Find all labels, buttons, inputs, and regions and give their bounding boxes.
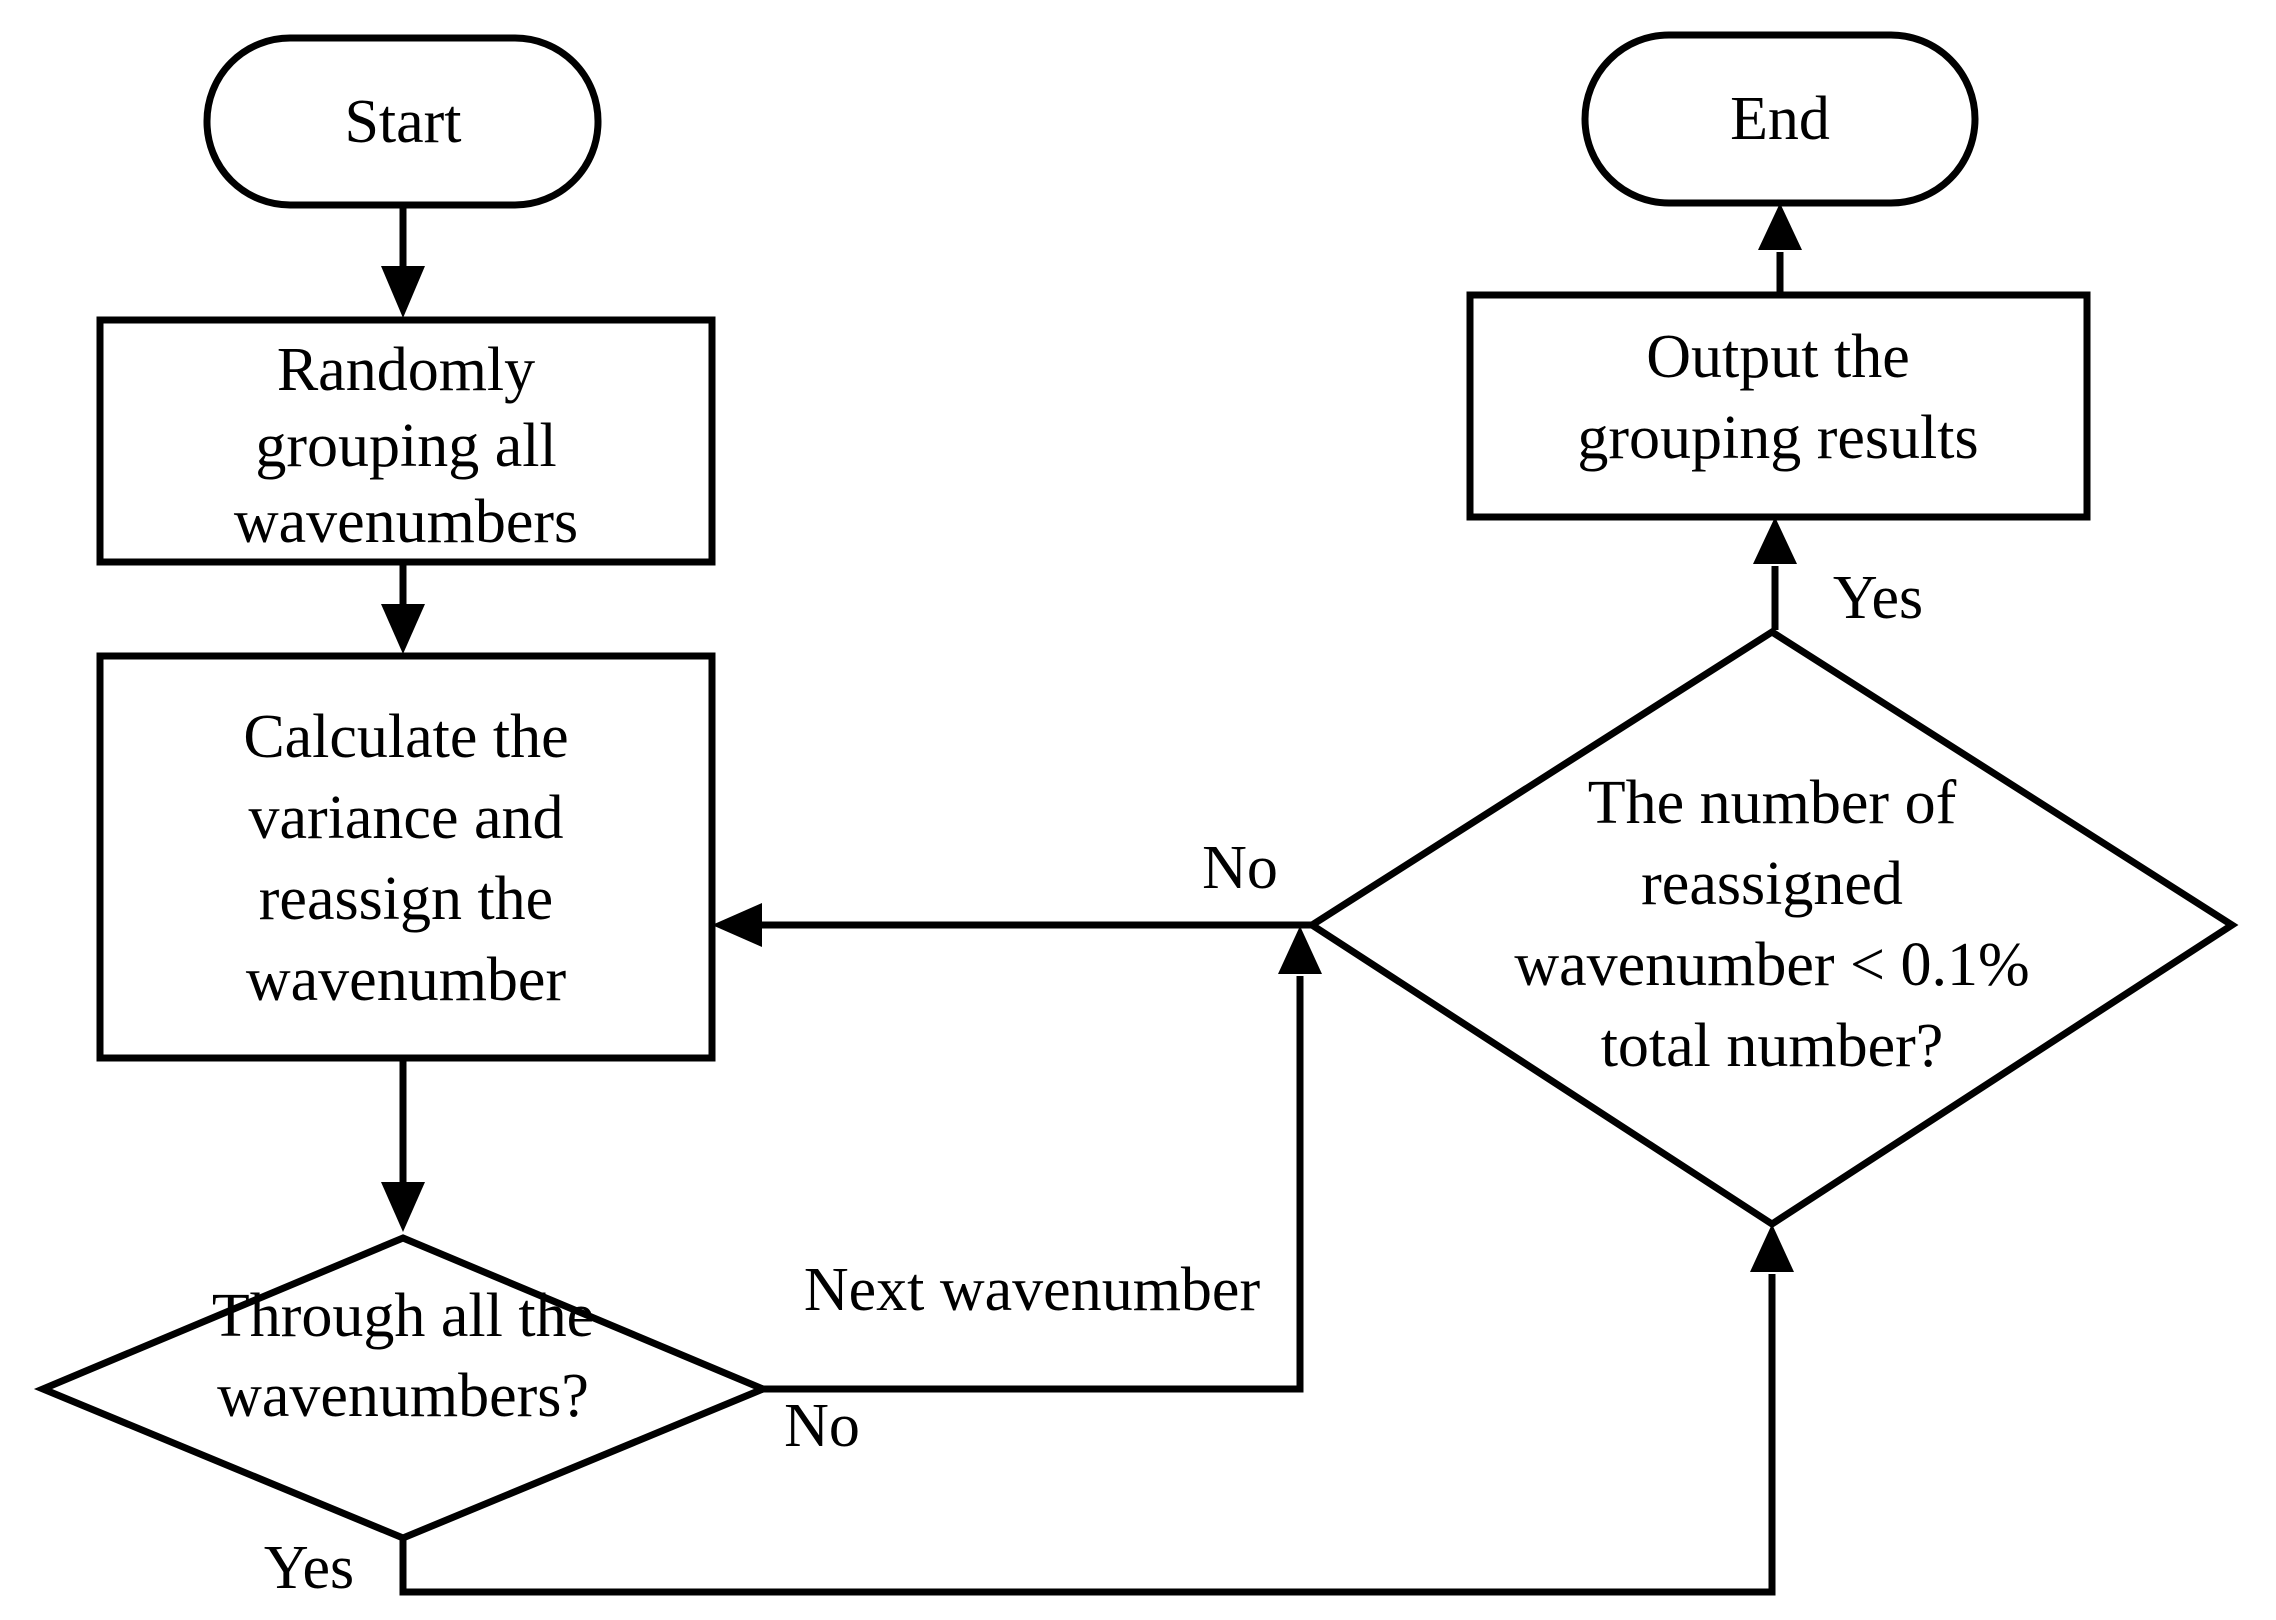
end-label: End [1730, 85, 1830, 153]
random-grouping-box-shape [96, 316, 716, 566]
edge-next-wavenumber-loop [763, 976, 1304, 1393]
through-all-decision-shape [33, 1234, 773, 1542]
edge-label-next-wavenumber: Next wavenumber [803, 1256, 1261, 1324]
edge-decision1-yes-to-decision2 [399, 1274, 1776, 1596]
edge-label-through-all-yes: Yes [263, 1534, 355, 1602]
start-terminator-shape [203, 34, 602, 209]
arrowhead-decision2-no-to-calculate [712, 903, 762, 947]
output-box-shape [1466, 291, 2091, 521]
through-all-label: Through all the wavenumbers? [211, 1282, 595, 1430]
arrowhead-start-to-random [381, 266, 425, 318]
end-terminator-shape [1581, 31, 1979, 207]
arrowhead-decision2-yes-to-output [1753, 517, 1797, 564]
calculate-label: Calculate the variance and reassign the … [243, 703, 569, 1014]
random-grouping-label: Randomly grouping all wavenumbers [233, 336, 579, 556]
arrowhead-calculate-to-decision1 [381, 1182, 425, 1232]
arrowhead-decision1-yes-to-decision2 [1750, 1224, 1794, 1272]
converged-decision-shape [1305, 627, 2239, 1229]
calculate-box-shape [96, 652, 716, 1062]
edge-label-converged-yes: Yes [1832, 564, 1924, 632]
arrowhead-random-to-calculate [381, 604, 425, 654]
arrowhead-next-wavenumber-loop [1278, 926, 1322, 974]
edge-label-through-all-no: No [784, 1392, 860, 1460]
arrowhead-output-to-end [1758, 203, 1802, 250]
start-label: Start [344, 88, 462, 156]
converged-label: The number of reassigned wavenumber < 0.… [1514, 769, 2030, 1080]
edge-label-converged-no: No [1202, 834, 1278, 902]
output-label: Output the grouping results [1577, 323, 1979, 472]
